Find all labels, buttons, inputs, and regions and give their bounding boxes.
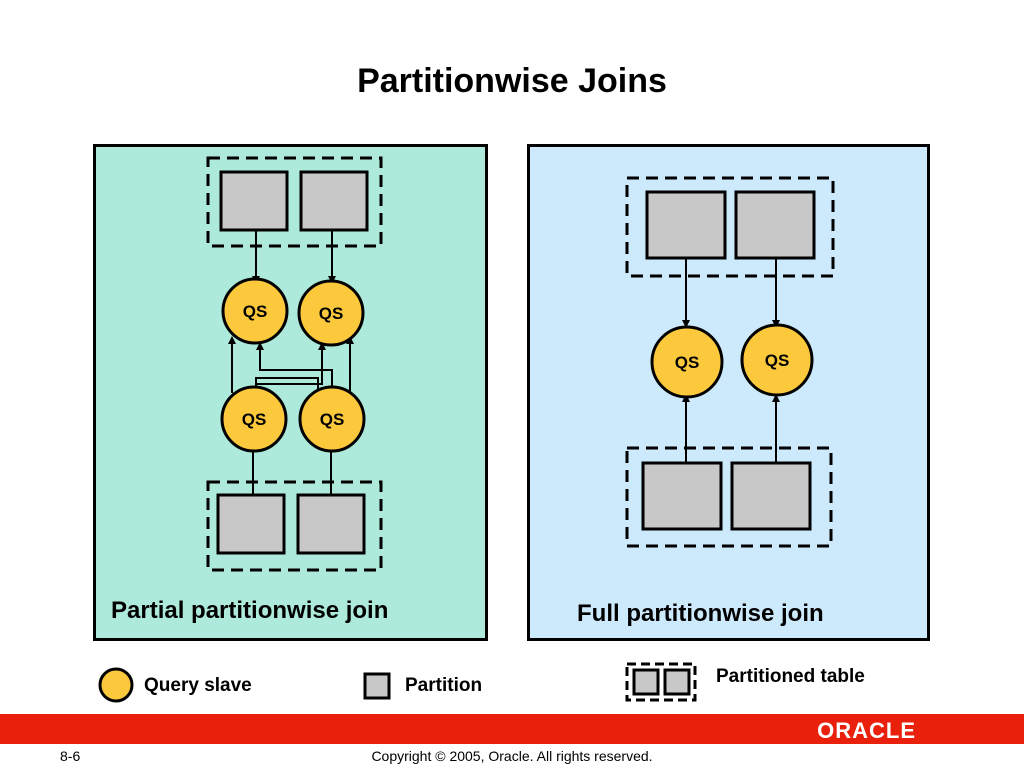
legend-partition-label: Partition (405, 675, 483, 696)
svg-text:QS: QS (675, 353, 700, 372)
query-slave-node: QS (650, 325, 724, 399)
svg-text:QS: QS (242, 410, 267, 429)
full-join-caption: Full partitionwise join (577, 600, 824, 627)
partial-join-caption: Partial partitionwise join (111, 597, 389, 624)
svg-text:QS: QS (319, 304, 344, 323)
partition (730, 461, 812, 531)
slide-title: Partitionwise Joins (357, 62, 667, 100)
query-slave-node: QS (297, 279, 365, 347)
partition (299, 170, 369, 232)
footer-bar (0, 714, 1024, 744)
partition (296, 493, 366, 555)
partition (645, 190, 727, 260)
partition (216, 493, 286, 555)
page-number: 8-6 (60, 748, 81, 764)
partition (734, 190, 816, 260)
partitioned-table-bottom-left (206, 480, 383, 572)
svg-text:QS: QS (243, 302, 268, 321)
svg-text:QS: QS (765, 351, 790, 370)
partitioned-table-bottom-right (625, 446, 833, 548)
partition-legend-icon (363, 672, 391, 700)
legend-query-slave-label: Query slave (144, 675, 252, 696)
partition (641, 461, 723, 531)
partial-join-panel (93, 144, 488, 641)
legend-partitioned-table-label: Partitioned table (716, 666, 865, 687)
svg-text:QS: QS (320, 410, 345, 429)
partitioned-table-legend-icon (625, 662, 697, 702)
query-slave-legend-icon (98, 667, 134, 703)
query-slave-node: QS (740, 323, 814, 397)
oracle-logo: ORACLE (817, 718, 916, 743)
partitioned-table-top-right (625, 176, 835, 278)
query-slave-node: QS (220, 385, 288, 453)
partition (219, 170, 289, 232)
redistribution-line (256, 342, 333, 393)
partitioned-table-top-left (206, 156, 383, 248)
query-slave-node: QS (221, 277, 289, 345)
query-slave-node: QS (298, 385, 366, 453)
copyright-text: Copyright © 2005, Oracle. All rights res… (371, 748, 653, 764)
full-join-panel (527, 144, 930, 641)
